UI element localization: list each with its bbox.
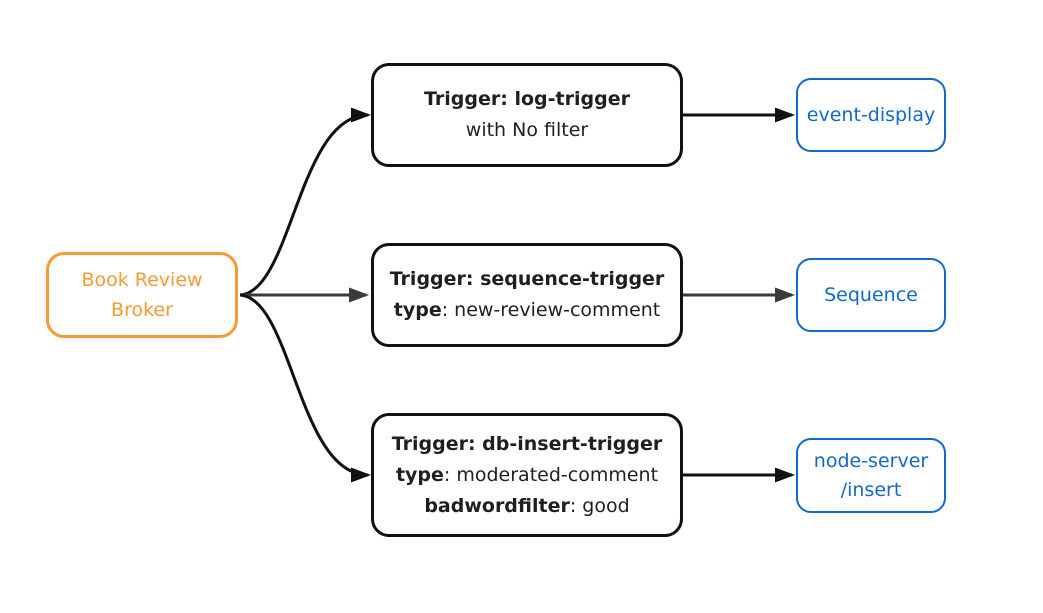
trigger-node-sequence-trigger: Trigger: sequence-trigger type: new-revi… <box>371 243 683 347</box>
trigger-line-rest: with No filter <box>465 119 589 141</box>
trigger-line: type: new-review-comment <box>394 295 661 326</box>
trigger-line-bold: type <box>393 299 442 321</box>
trigger-node-log-trigger: Trigger: log-trigger with No filter <box>371 63 683 167</box>
trigger-line-bold: Trigger: log-trigger <box>424 88 630 110</box>
sink-label-line1: node-server <box>813 449 929 472</box>
edge-broker-to-log-trigger <box>239 107 371 297</box>
sink-label: Sequence <box>824 283 918 306</box>
edge-broker-to-db-insert-trigger <box>239 293 371 483</box>
trigger-line-bold: Trigger: db-insert-trigger <box>391 432 663 455</box>
trigger-line: with No filter <box>466 115 588 146</box>
trigger-line-bold: type <box>395 463 444 486</box>
broker-node: Book Review Broker <box>46 252 238 338</box>
sink-node-sequence: Sequence <box>796 258 946 332</box>
sink-label-line2: /insert <box>840 478 902 501</box>
trigger-line: badwordfilter: good <box>424 491 629 522</box>
trigger-line: Trigger: db-insert-trigger <box>392 429 663 460</box>
broker-label-line2: Broker <box>111 299 173 321</box>
broker-label-line1: Book Review <box>81 269 203 291</box>
trigger-line-bold: Trigger: sequence-trigger <box>389 268 665 290</box>
sink-node-event-display: event-display <box>796 78 946 152</box>
trigger-line-rest: : moderated-comment <box>443 463 659 486</box>
trigger-line: Trigger: sequence-trigger <box>390 264 665 295</box>
trigger-line: type: moderated-comment <box>396 460 658 491</box>
trigger-line-rest: : good <box>569 494 630 517</box>
trigger-node-db-insert-trigger: Trigger: db-insert-trigger type: moderat… <box>371 413 683 537</box>
trigger-line-bold: badwordfilter <box>424 494 570 517</box>
trigger-line: Trigger: log-trigger <box>424 84 630 115</box>
sink-label: event-display <box>806 103 936 126</box>
trigger-line-rest: : new-review-comment <box>441 299 661 321</box>
sink-node-node-server-insert: node-server /insert <box>796 438 946 513</box>
